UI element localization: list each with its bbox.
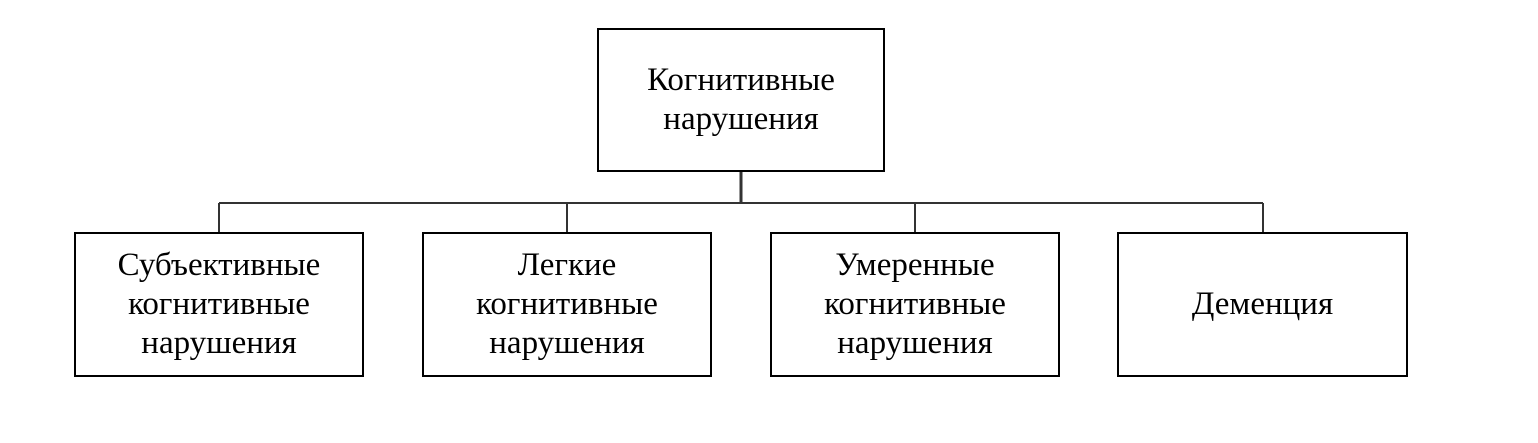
child-node-subjective: Субъективные когнитивные нарушения [74, 232, 364, 377]
child-node-label-dementia: Деменция [1191, 286, 1334, 322]
child-node-mild: Легкие когнитивные нарушения [422, 232, 712, 377]
root-node-label: Когнитивные нарушения [647, 62, 835, 137]
child-node-label-mild: Легкие когнитивные нарушения [476, 247, 658, 361]
child-node-moderate: Умеренные когнитивные нарушения [770, 232, 1060, 377]
child-node-label-moderate: Умеренные когнитивные нарушения [824, 247, 1006, 361]
child-node-dementia: Деменция [1117, 232, 1408, 377]
root-node-cognitive-impairments: Когнитивные нарушения [597, 28, 885, 172]
child-node-label-subjective: Субъективные когнитивные нарушения [117, 247, 321, 361]
